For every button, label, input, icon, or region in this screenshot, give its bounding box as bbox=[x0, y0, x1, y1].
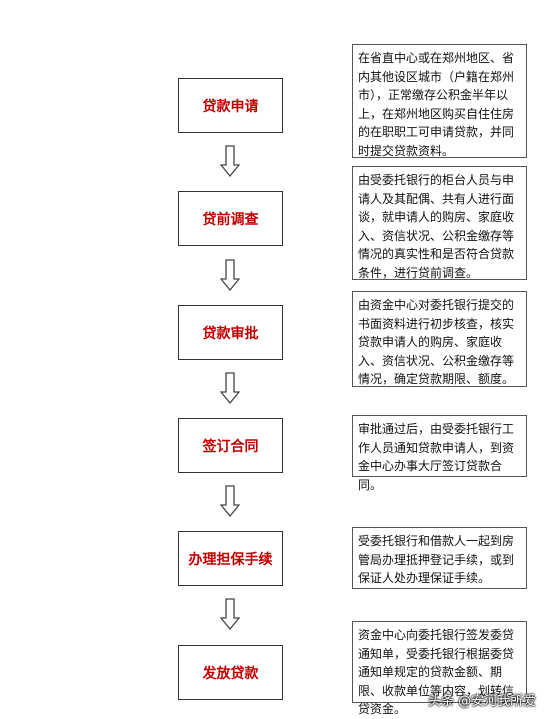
step-description-guarantee-procedures: 受委托银行和借款人一起到房管局办理抵押登记手续，或到保证人处办理保证手续。 bbox=[352, 527, 527, 589]
down-arrow-icon bbox=[220, 598, 240, 630]
step-box-loan-application: 贷款申请 bbox=[178, 78, 283, 133]
step-box-sign-contract: 签订合同 bbox=[178, 418, 283, 473]
step-label: 发放贷款 bbox=[202, 665, 259, 682]
step-description-sign-contract: 审批通过后，由受委托银行工作人员通知贷款申请人，到资金中心办事大厅签订贷款合同。 bbox=[352, 415, 527, 492]
down-arrow-icon bbox=[220, 259, 240, 291]
step-description-loan-application: 在省直中心或在郑州地区、省内其他设区城市（户籍在郑州市），正常缴存公积金半年以上… bbox=[352, 44, 527, 158]
step-label: 贷前调查 bbox=[202, 211, 259, 228]
step-box-disburse-loan: 发放贷款 bbox=[178, 645, 283, 700]
step-box-loan-approval: 贷款审批 bbox=[178, 305, 283, 360]
watermark: 头条 @安河我所爱 bbox=[428, 694, 537, 709]
step-description-loan-approval: 由资金中心对委托银行提交的书面资料进行初步核查，核实贷款申请人的购房、家庭收入、… bbox=[352, 291, 527, 387]
step-label: 签订合同 bbox=[202, 438, 259, 455]
down-arrow-icon bbox=[220, 145, 240, 177]
step-label: 贷款申请 bbox=[202, 98, 259, 115]
step-box-guarantee-procedures: 办理担保手续 bbox=[178, 531, 283, 586]
step-label: 办理担保手续 bbox=[188, 551, 273, 568]
step-box-pre-loan-investigation: 贷前调查 bbox=[178, 191, 283, 246]
down-arrow-icon bbox=[220, 372, 240, 404]
step-label: 贷款审批 bbox=[202, 325, 259, 342]
step-description-disburse-loan: 资金中心向委托银行签发委贷通知单，受委托银行根据委贷通知单规定的贷款金额、期限、… bbox=[352, 621, 527, 716]
step-description-pre-loan-investigation: 由受委托银行的柜台人员与申请人及其配偶、共有人进行面谈，就申请人的购房、家庭收入… bbox=[352, 166, 527, 280]
down-arrow-icon bbox=[220, 485, 240, 517]
